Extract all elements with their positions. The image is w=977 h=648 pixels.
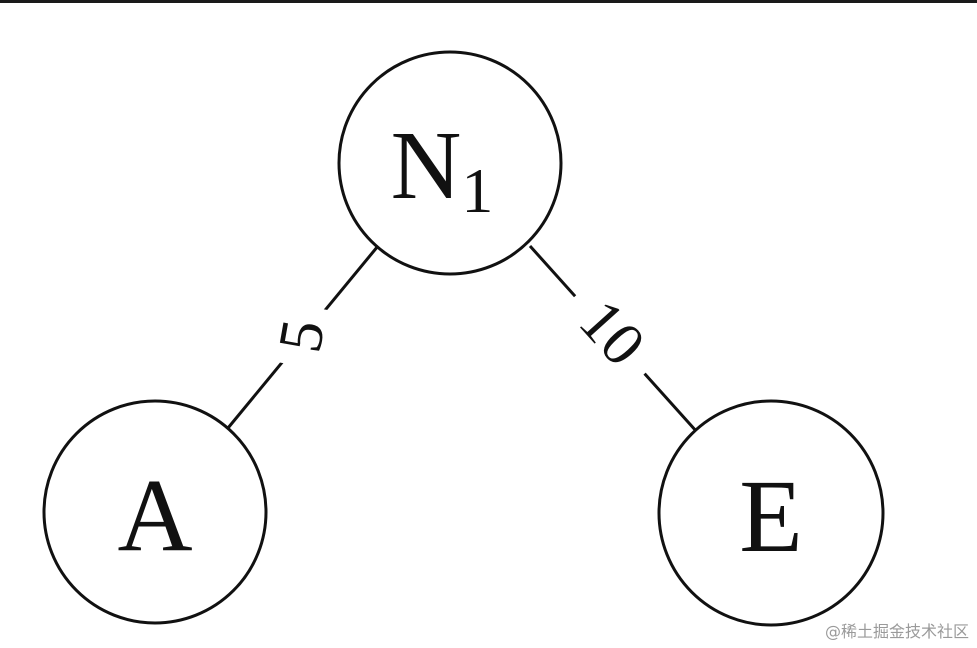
top-border: [0, 0, 977, 3]
node-e-circle: [657, 399, 885, 627]
edge-weight-left: 5: [263, 300, 338, 371]
node-e: E: [657, 399, 885, 627]
node-n1-letter: N: [391, 112, 462, 220]
node-n1-circle: [337, 50, 563, 276]
node-e-label: E: [739, 459, 803, 574]
node-a: A: [42, 399, 268, 625]
node-n1-label: N1: [391, 112, 494, 226]
node-n1-subscript: 1: [461, 155, 493, 226]
node-a-label: A: [117, 458, 192, 573]
watermark: @稀土掘金技术社区: [824, 622, 969, 641]
node-a-circle: [42, 399, 268, 625]
node-n1: N1: [337, 50, 563, 276]
